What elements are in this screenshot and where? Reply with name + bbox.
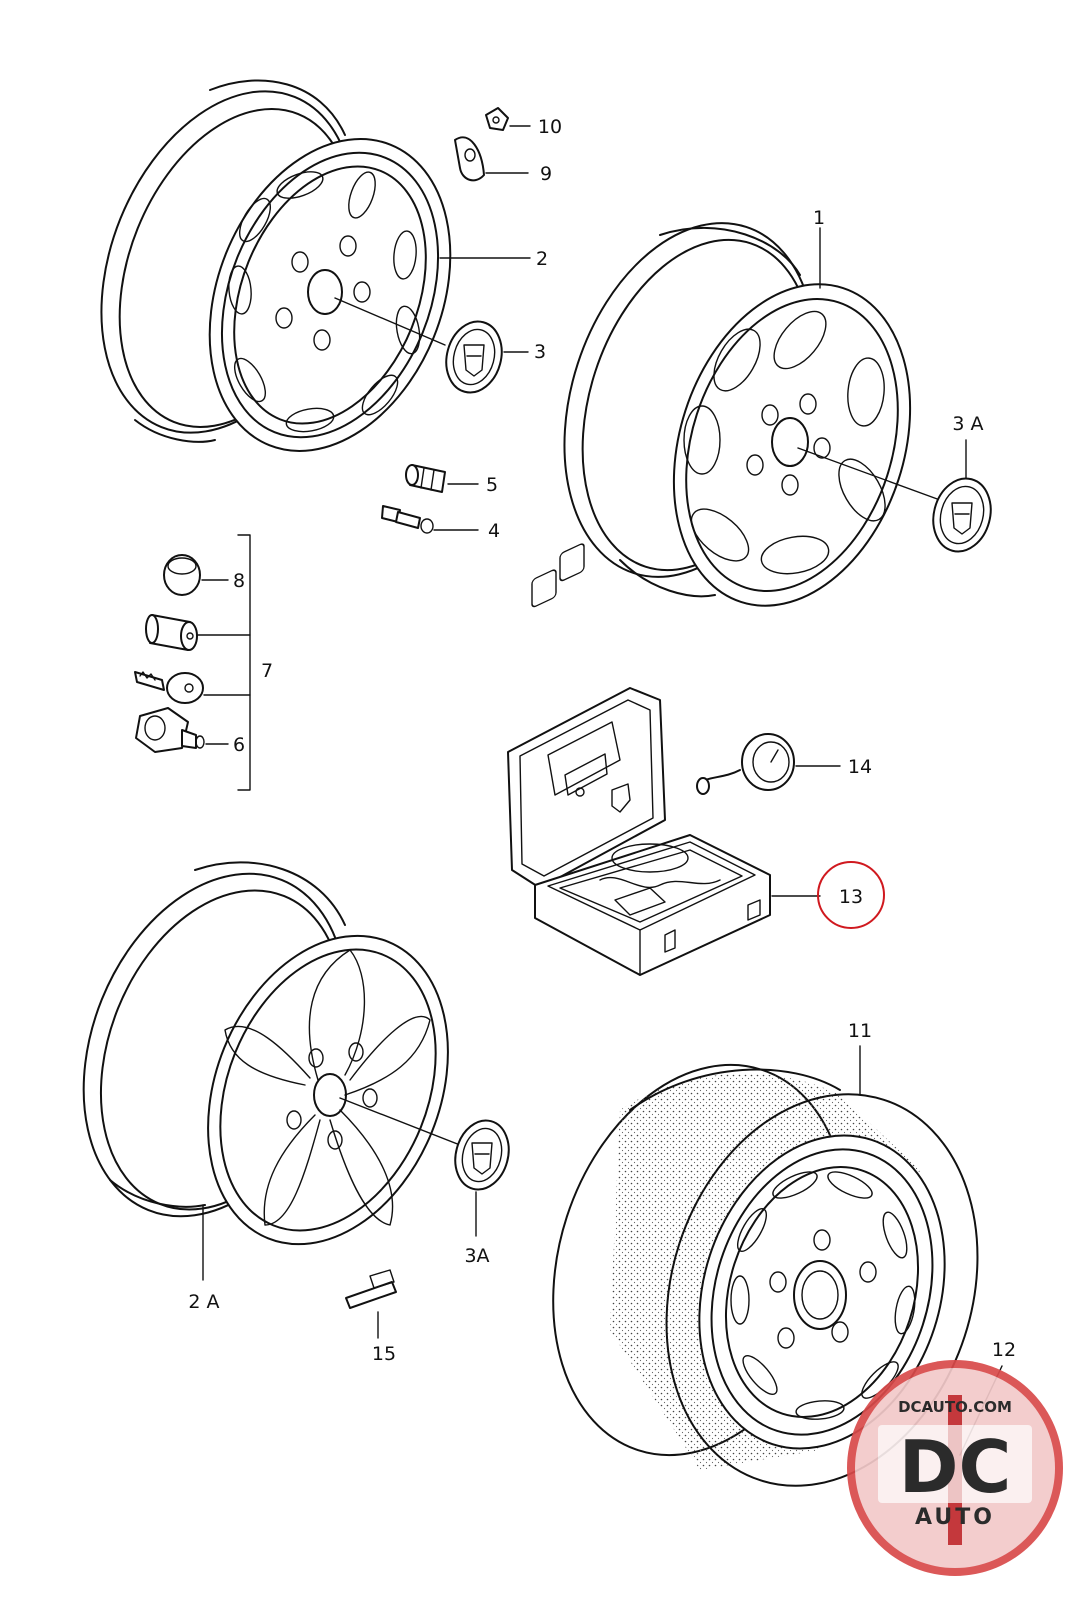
pressure-gauge-14-icon[interactable]: [696, 733, 795, 795]
wheel-2-rim-icon[interactable]: [54, 54, 495, 488]
hub-cap-3a-bottom-icon[interactable]: [448, 1114, 516, 1195]
balance-weight-15-icon[interactable]: [345, 1269, 397, 1309]
clip-10-icon[interactable]: [485, 107, 509, 131]
callout-15: 15: [372, 1343, 396, 1365]
callout-12: 12: [992, 1339, 1016, 1361]
callout-4: 4: [488, 520, 500, 542]
key-icon[interactable]: [134, 671, 204, 704]
valve-cap-5-icon[interactable]: [405, 464, 446, 493]
callout-7: 7: [261, 660, 273, 682]
lock-cap-8-icon[interactable]: [163, 554, 201, 596]
dcauto-logo: DCAUTO.COM DC AUTO: [847, 1360, 1063, 1576]
callout-2a: 2 A: [188, 1291, 219, 1313]
callout-3a-bottom: 3A: [464, 1245, 489, 1267]
callout-14: 14: [848, 756, 872, 778]
logo-main-text: DC: [899, 1425, 1012, 1509]
logo-url-text: DCAUTO.COM: [898, 1398, 1012, 1416]
compressor-kit-13-icon[interactable]: [507, 543, 771, 976]
callout-11: 11: [848, 1020, 872, 1042]
callout-3a-top: 3 A: [952, 413, 983, 435]
logo-sub-text: AUTO: [915, 1505, 995, 1530]
hub-cap-3-icon[interactable]: [439, 315, 510, 399]
callout-13-highlight-ring: [817, 861, 885, 929]
lock-bolt-6-icon[interactable]: [135, 707, 205, 753]
callout-1: 1: [813, 207, 825, 229]
lock-cylinder-icon[interactable]: [145, 614, 198, 651]
valve-stem-4-icon[interactable]: [381, 505, 434, 534]
callout-6: 6: [233, 734, 245, 756]
callout-3: 3: [534, 341, 546, 363]
spare-tire-11-icon[interactable]: [505, 1027, 1026, 1527]
callout-13[interactable]: 13: [839, 886, 863, 908]
callout-9: 9: [540, 163, 552, 185]
callout-2: 2: [536, 248, 548, 270]
wheel-2a-rim-icon[interactable]: [35, 834, 492, 1280]
hub-cap-3a-icon[interactable]: [925, 472, 998, 558]
callout-8: 8: [233, 570, 245, 592]
callout-10: 10: [538, 116, 562, 138]
wheel-1-rim-icon[interactable]: [522, 190, 950, 636]
clip-9-icon[interactable]: [454, 136, 485, 182]
callout-5: 5: [486, 474, 498, 496]
